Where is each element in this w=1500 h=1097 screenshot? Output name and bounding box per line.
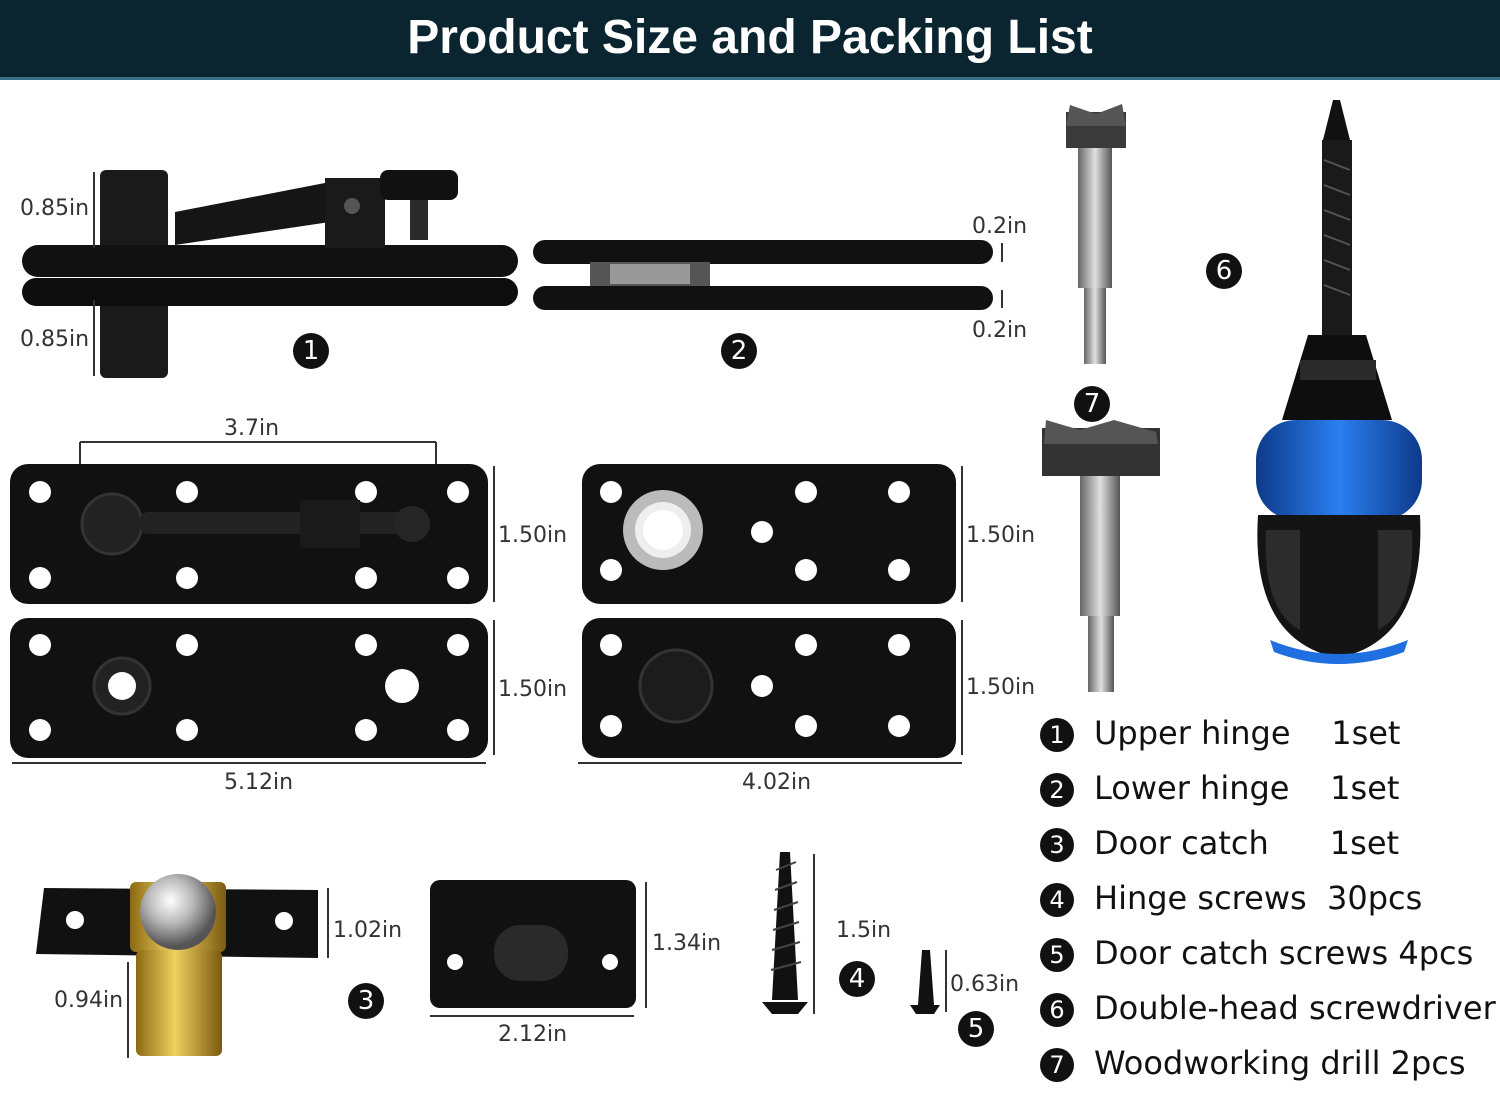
lower-hinge-plate-1 [582,464,956,604]
dim-catch-barrel-height: 0.94in [54,988,124,1013]
dim-long-screw: 1.5in [836,918,892,943]
list-number-badge: 6 [1040,993,1074,1027]
marker-6: 6 [1206,253,1242,289]
list-item-text: Woodworking drill 2pcs [1094,1044,1466,1082]
marker-1: 1 [293,333,329,369]
dim-lower-plate-height-1: 1.50in [966,523,1036,548]
list-item-text: Double-head screwdriver [1094,989,1496,1027]
list-item-text: Door catch screws 4pcs [1094,934,1474,972]
list-number-badge: 1 [1040,718,1074,752]
marker-7: 7 [1074,386,1110,422]
dim-upper-plate-width: 5.12in [224,770,294,795]
list-number-badge: 2 [1040,773,1074,807]
list-item-text: Upper hinge 1set [1094,714,1401,752]
dim-short-screw: 0.63in [950,972,1020,997]
list-item: 2 Lower hinge 1set [1040,767,1500,822]
list-item: 3 Door catch 1set [1040,822,1500,877]
door-catch-ball [36,874,318,1056]
drill-bit-large [1042,420,1160,692]
list-number-badge: 5 [1040,938,1074,972]
list-item: 4 Hinge screws 30pcs [1040,877,1500,932]
lower-hinge-side-view [533,240,993,310]
dim-plate-gap-top: 0.2in [972,214,1028,239]
dimension-lines [12,172,1003,1058]
hinge-screw-long [762,852,808,1014]
dim-upper-plate-height-2: 1.50in [498,677,568,702]
double-head-screwdriver [1256,100,1422,664]
page-title: Product Size and Packing List [407,11,1093,64]
list-number-badge: 3 [1040,828,1074,862]
lower-hinge-plate-2 [582,618,956,758]
dim-upper-top: 0.85in [20,196,90,221]
list-number-badge: 4 [1040,883,1074,917]
list-item: 5 Door catch screws 4pcs [1040,932,1500,987]
dim-arm-length: 3.7in [224,416,280,441]
drill-bit-small [1066,104,1126,364]
dim-strike-width: 2.12in [498,1022,568,1047]
list-item-text: Door catch 1set [1094,824,1400,862]
list-number-badge: 7 [1040,1048,1074,1082]
dim-plate-gap-bottom: 0.2in [972,318,1028,343]
dim-upper-plate-height-1: 1.50in [498,523,568,548]
list-item: 6 Double-head screwdriver [1040,987,1500,1042]
marker-4: 4 [839,961,875,997]
dim-lower-plate-width: 4.02in [742,770,812,795]
dim-upper-bottom: 0.85in [20,327,90,352]
header-banner: Product Size and Packing List [0,0,1500,80]
door-catch-strike-plate [430,880,636,1008]
dim-lower-plate-height-2: 1.50in [966,675,1036,700]
marker-2: 2 [721,333,757,369]
list-item: 7 Woodworking drill 2pcs [1040,1042,1500,1097]
dim-catch-plate-height: 1.02in [333,918,403,943]
dim-strike-height: 1.34in [652,931,722,956]
upper-hinge-plate-1 [10,464,488,604]
marker-3: 3 [348,983,384,1019]
door-catch-screw-short [910,950,940,1014]
list-item-text: Lower hinge 1set [1094,769,1400,807]
upper-hinge-side-view [22,170,518,378]
list-item-text: Hinge screws 30pcs [1094,879,1423,917]
list-item: 1 Upper hinge 1set [1040,712,1500,767]
upper-hinge-plate-2 [10,618,488,758]
marker-5: 5 [958,1011,994,1047]
packing-list: 1 Upper hinge 1set 2 Lower hinge 1set 3 … [1040,712,1500,1097]
